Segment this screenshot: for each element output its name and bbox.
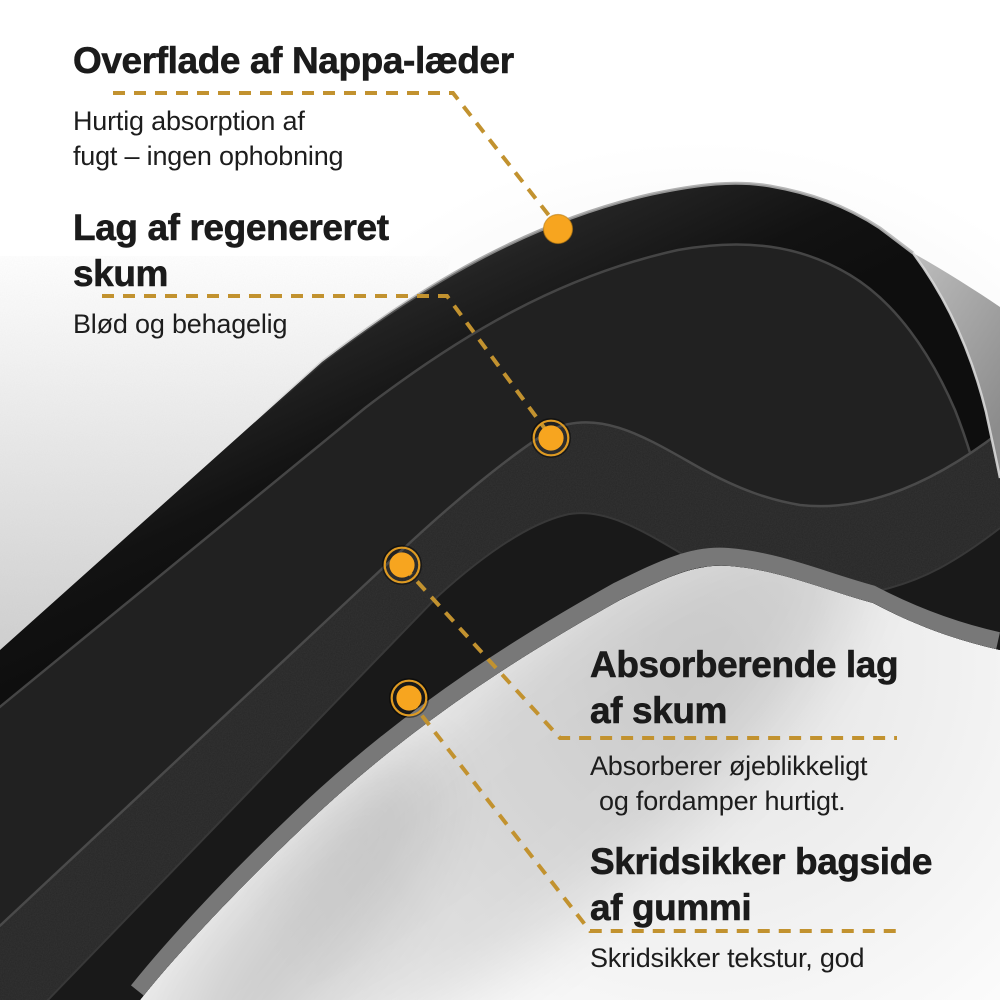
connector-line-4 — [407, 697, 897, 933]
marker-dot-4 — [388, 677, 430, 719]
callout-4-title-line: af gummi — [590, 887, 752, 929]
marker-dot-1 — [542, 213, 574, 245]
connector-line-1 — [113, 91, 560, 229]
callout-3-body: Absorberer øjeblikkeligt og fordamper hu… — [590, 749, 868, 819]
callout-2-title: Lag af regenereret skum — [73, 205, 390, 297]
connector-line-3 — [401, 564, 897, 740]
absorbing-layer-edge-highlight — [0, 421, 1000, 936]
foam-layer-edge-highlight — [0, 243, 1000, 716]
callout-3-title-line: Absorberende lag — [590, 644, 899, 686]
callout-2-body: Blød og behagelig — [73, 307, 287, 342]
callout-2-body-line: Blød og behagelig — [73, 309, 288, 339]
callout-3-body-line: og fordamper hurtigt. — [599, 786, 846, 816]
callout-1-body: Hurtig absorption af fugt – ingen ophobn… — [73, 104, 344, 174]
layer-markers — [381, 213, 574, 719]
connector-line-2 — [102, 294, 553, 439]
callout-4-body: Skridsikker tekstur, god — [590, 941, 865, 976]
callout-4-title: Skridsikker bagside af gummi — [590, 839, 933, 931]
rubber-backing-edge — [130, 547, 1000, 997]
callout-2-title-line: Lag af regenereret — [73, 207, 390, 249]
marker-dot-2 — [530, 417, 572, 459]
mat-top-surface-right — [913, 253, 1000, 478]
mat-shadow-left — [60, 754, 440, 1000]
callout-3-title-line: af skum — [590, 690, 728, 732]
callout-1-body-line: Hurtig absorption af — [73, 106, 305, 136]
callout-3-title: Absorberende lag af skum — [590, 642, 899, 734]
callout-2-title-line: skum — [73, 253, 169, 295]
callout-3-body-line: Absorberer øjeblikkeligt — [590, 751, 868, 781]
callout-1-body-line: fugt – ingen ophobning — [73, 141, 344, 171]
callout-4-title-line: Skridsikker bagside — [590, 841, 933, 883]
callout-1-title-line: Overflade af Nappa-læder — [73, 40, 515, 82]
marker-dot-3 — [381, 544, 423, 586]
callout-4-body-line: Skridsikker tekstur, god — [590, 943, 865, 973]
callout-1-title: Overflade af Nappa-læder — [73, 38, 515, 84]
right-face-highlight — [911, 252, 1000, 479]
